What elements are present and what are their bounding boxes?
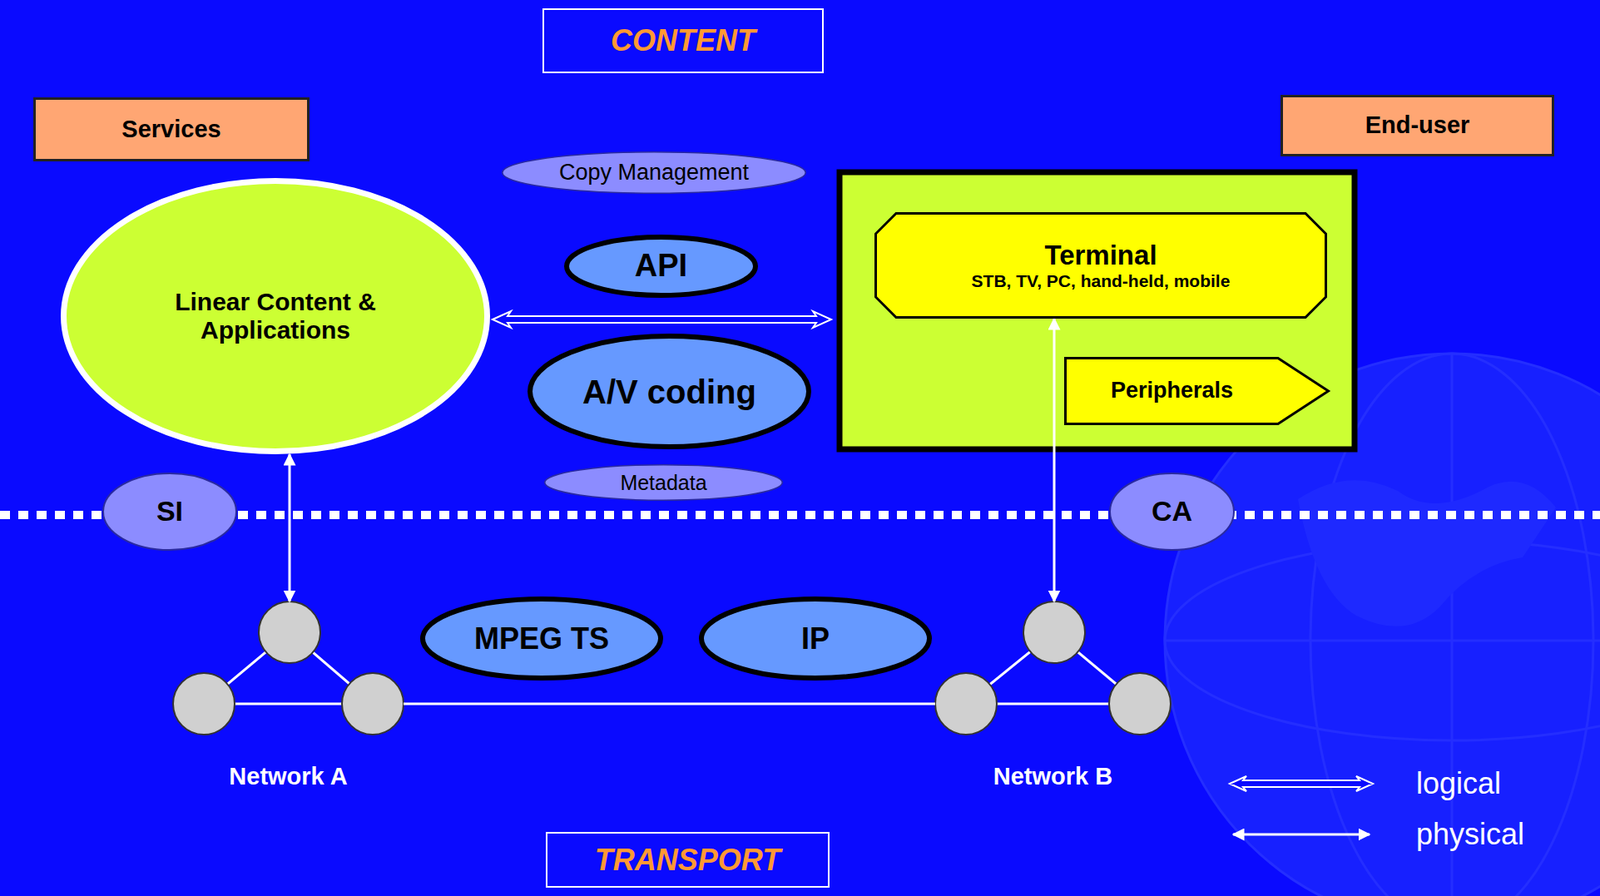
node-content: TerminalSTB, TV, PC, hand-held, mobile [874,212,1328,319]
end-user-frame [839,172,1355,450]
node-label: Metadata [619,470,707,496]
node-content: Network A [173,601,404,791]
node-content: SI [102,472,238,551]
node-content: Copy Management [501,151,807,194]
peripherals-arrow: Peripherals [1064,356,1330,426]
outline-shape [544,465,783,501]
node-label: Linear Content & Applications [138,287,413,346]
node-label: A/V coding [582,372,757,412]
section-heading-box: TRANSPORT [545,832,830,888]
role-label-box: End-user [1280,94,1555,157]
node-label: IP [801,621,830,656]
node-label: Copy Management [559,159,749,186]
physical-connector [288,454,292,602]
node-label: CONTENT [610,23,756,58]
node-label: Services [121,115,221,144]
layer-ellipse: Copy Management [501,151,807,194]
node-label: TRANSPORT [594,842,781,877]
node-label: Terminal [1044,239,1157,272]
node-label: SI [156,495,184,528]
legend-label: logical [1416,767,1501,801]
content-transport-divider [0,510,1600,520]
layer-ellipse: A/V coding [527,333,812,450]
outline-shape [566,237,756,296]
outline-shape [103,473,237,550]
network-a-graph [173,601,404,735]
node-content: MPEG TS [420,596,664,681]
node-content: Metadata [544,464,783,501]
layer-ellipse: MPEG TS [420,596,664,681]
node-content: CONTENT [544,9,823,72]
outline-shape [64,181,488,452]
node-content: CA [1109,472,1235,551]
logical-arrow [492,311,832,328]
outline-shape [1065,358,1329,425]
legend-label: physical [1416,817,1525,852]
outline-shape [876,213,1327,318]
layer-ellipse: IP [698,596,932,681]
network-b-graph [935,601,1171,735]
layer-ellipse: Metadata [544,464,783,501]
node-content: Peripherals [1064,356,1330,426]
node-label: API [634,247,688,285]
layer-ellipse: CA [1109,472,1235,551]
legend-physical-sample [1233,833,1370,837]
node-label: MPEG TS [474,621,610,656]
node-label: Peripherals [1110,377,1234,404]
network-cluster: Network B [935,601,1171,791]
outline-shape [502,152,807,194]
node-content: Linear Content & Applications [60,178,491,455]
outline-shape [701,599,930,679]
node-label: Network A [228,762,347,791]
layer-ellipse: SI [102,472,238,551]
section-heading-box: CONTENT [542,8,824,74]
node-content: TRANSPORT [547,833,828,887]
legend-logical-sample [1229,776,1373,792]
node-label: End-user [1365,111,1471,139]
layer-ellipse: API [564,234,758,298]
outline-shape [422,599,661,679]
physical-connector [1053,318,1056,602]
node-content: Services [35,99,308,159]
node-content: Network B [935,601,1171,791]
node-content: API [564,234,758,298]
node-label: CA [1151,495,1193,528]
node-sublabel: STB, TV, PC, hand-held, mobile [971,271,1231,292]
network-cluster: Network A [173,601,404,791]
role-label-box: Services [33,97,310,162]
outline-shape [1109,473,1234,550]
node-content: End-user [1282,97,1552,154]
node-content: A/V coding [527,333,812,450]
node-content: IP [698,596,932,681]
physical-connector [403,703,936,706]
node-label: Network B [993,762,1113,791]
outline-shape [530,336,809,447]
content-ellipse: Linear Content & Applications [60,178,491,455]
terminal-box: TerminalSTB, TV, PC, hand-held, mobile [874,212,1328,319]
